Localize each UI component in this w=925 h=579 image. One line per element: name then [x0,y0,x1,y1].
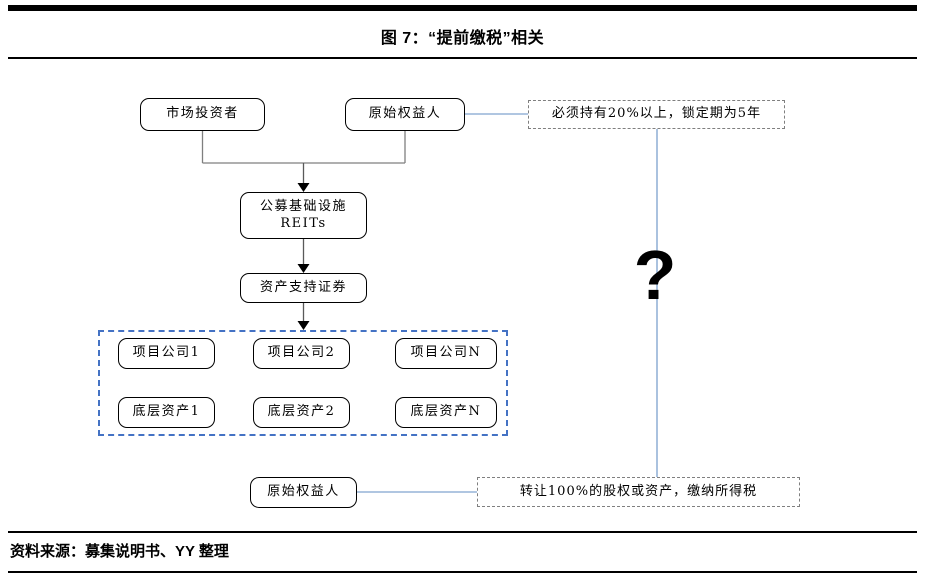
project-company-2-label: 项目公司2 [267,345,336,361]
reits-label-line1: 公募基础设施 [259,199,347,215]
underlying-asset-2-label: 底层资产2 [267,404,336,420]
original-equity-holder-bottom-label: 原始权益人 [267,484,340,500]
project-company-1-label: 项目公司1 [132,345,201,361]
figure-title: 图 7：“提前缴税”相关 [380,30,545,47]
underlying-asset-2-box: 底层资产2 [253,397,350,428]
asset-pool-dashed-container [98,330,508,436]
holding-requirement-note-label: 必须持有20%以上，锁定期为5年 [551,106,762,122]
asset-backed-securities-label: 资产支持证券 [259,279,347,295]
market-investors-label: 市场投资者 [166,106,239,122]
transfer-tax-note-label: 转让100%的股权或资产，缴纳所得税 [519,483,758,499]
project-company-n-label: 项目公司N [410,345,482,361]
source-top-divider [8,531,917,533]
underlying-asset-n-box: 底层资产N [395,397,497,428]
underlying-asset-n-label: 底层资产N [410,404,482,420]
underlying-asset-1-box: 底层资产1 [118,397,215,428]
reits-label-line2: REITs [280,215,327,231]
original-equity-holder-top-box: 原始权益人 [345,98,465,131]
asset-backed-securities-box: 资产支持证券 [240,273,367,303]
public-infrastructure-reits-box: 公募基础设施 REITs [240,192,367,239]
source-note: 资料来源：募集说明书、YY 整理 [10,543,229,560]
project-company-n-box: 项目公司N [395,338,497,369]
source-bottom-divider [8,571,917,573]
holding-requirement-note-box: 必须持有20%以上，锁定期为5年 [528,100,785,129]
title-divider [8,57,917,59]
transfer-tax-note-box: 转让100%的股权或资产，缴纳所得税 [477,477,800,507]
underlying-asset-1-label: 底层资产1 [132,404,201,420]
top-thick-divider [8,5,917,11]
project-company-1-box: 项目公司1 [118,338,215,369]
original-equity-holder-bottom-box: 原始权益人 [250,477,357,508]
original-equity-holder-top-label: 原始权益人 [368,106,442,122]
project-company-2-box: 项目公司2 [253,338,350,369]
market-investors-box: 市场投资者 [140,98,265,131]
question-mark: ? [633,236,677,314]
